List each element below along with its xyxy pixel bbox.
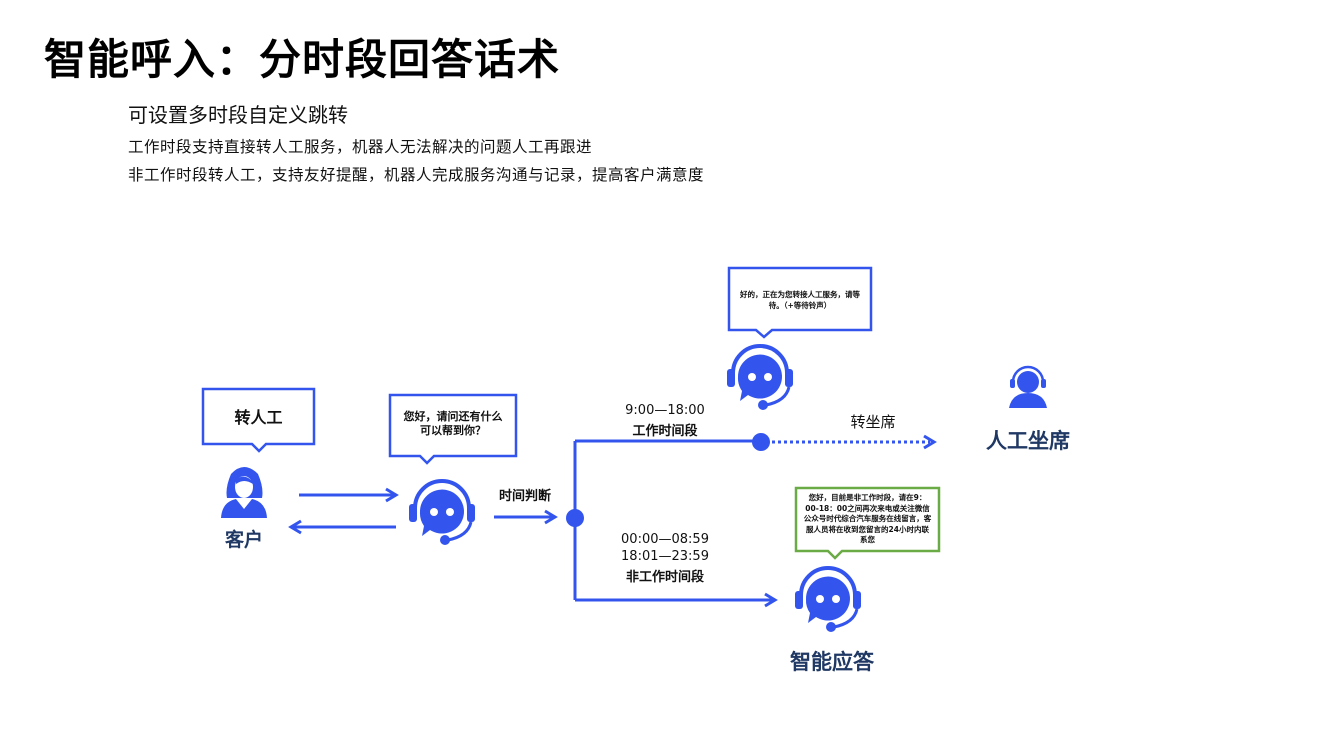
off-time-range: 00:00—08:59 [621,532,709,547]
customer-bubble-text: 转人工 [234,408,283,427]
work-time-range: 9:00—18:00 [625,403,705,418]
page-subtitle: 可设置多时段自定义跳转 [128,103,348,127]
request-arrow [299,487,399,503]
description-line: 工作时段支持直接转人工服务，机器人无法解决的问题人工再跟进 [128,138,593,156]
response-arrow [288,519,396,535]
work-chatbot-icon [725,344,795,412]
description-line: 非工作时段转人工，支持友好提醒，机器人完成服务沟通与记录，提高客户满意度 [128,166,705,184]
off-chatbot-icon [793,566,863,634]
transfer-arrow [772,434,937,450]
smart-answer-label: 智能应答 [790,650,874,674]
robot-speech-bubble [388,393,518,465]
robot-bubble-text: 您好，请问还有什么可以帮到你？ [403,410,503,437]
page-title: 智能呼入：分时段回答话术 [44,35,561,84]
work-robot-speech-bubble [727,266,873,339]
customer-speech-bubble [201,387,316,453]
decision-node [566,509,584,527]
agent-headset-icon [1009,365,1047,408]
decision-label: 时间判断 [498,489,551,504]
off-time-range: 18:01—23:59 [621,549,709,564]
customer-label: 客户 [224,529,263,551]
work-time-label: 工作时间段 [632,424,698,439]
female-user-icon [221,467,267,518]
work-branch-node [752,433,770,451]
off-robot-bubble-text: 您好，目前是非工作时段，请在9：00-18：00之间再次来电或关注微信公众号时代… [803,493,932,544]
off-robot-speech-bubble [794,486,941,560]
off-time-label: 非工作时间段 [625,570,704,585]
transfer-label: 转坐席 [850,413,896,431]
decision-arrow [494,509,558,525]
branch-connector [573,439,778,608]
chatbot-headset-icon [407,479,477,547]
work-robot-bubble-text: 好的，正在为您转接人工服务，请等待。（+等待铃声） [740,290,860,310]
human-agent-label: 人工坐席 [986,429,1070,453]
